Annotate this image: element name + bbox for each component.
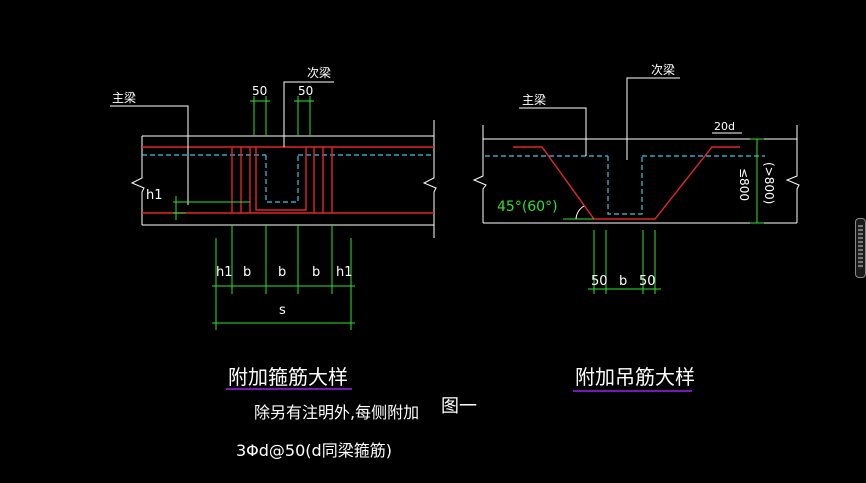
left-secondary-beam-label: 次梁 <box>307 65 331 80</box>
right-height-label-2: (>800) <box>762 162 776 204</box>
right-hidden-secondary-beam <box>607 156 643 215</box>
hanger-bar <box>513 146 740 220</box>
right-height-label-1: ≤800 <box>737 168 751 201</box>
right-bottom-dims <box>588 230 661 294</box>
right-dim-20d: 20d <box>714 120 735 133</box>
left-main-beam-leader <box>110 105 189 205</box>
left-break-line-left <box>130 136 145 225</box>
figure-label: 图一 <box>441 396 477 417</box>
left-secondary-rebar <box>255 147 307 211</box>
left-top-dims <box>250 96 314 136</box>
right-bottom-dim-3: 50 <box>639 274 656 289</box>
left-secondary-beam-leader <box>283 81 334 147</box>
left-bottom-dim-3: b <box>278 265 286 280</box>
left-bottom-dim-5: h1 <box>336 265 353 280</box>
right-angle-marker <box>563 205 594 220</box>
right-detail <box>472 77 800 392</box>
left-title: 附加箍筋大样 <box>228 365 348 389</box>
right-bottom-dim-2: b <box>619 274 627 289</box>
right-break-line-right <box>785 125 800 223</box>
zoom-scrollbar[interactable] <box>855 218 866 278</box>
left-main-beam-label: 主梁 <box>112 90 136 105</box>
left-dim-50-right: 50 <box>298 84 313 98</box>
left-break-line-right <box>422 120 437 238</box>
left-h1-dim <box>173 196 250 220</box>
left-bottom-dim-2: b <box>243 265 251 280</box>
left-detail <box>110 81 437 390</box>
note-line-2: 3Φd@50(d同梁箍筋) <box>236 441 392 460</box>
right-secondary-beam-label: 次梁 <box>651 62 675 77</box>
left-bottom-dims <box>212 225 355 330</box>
note-line-1: 除另有注明外,每侧附加 <box>254 403 419 422</box>
left-dim-50-left: 50 <box>252 84 267 98</box>
right-angle-label: 45°(60°) <box>497 199 558 215</box>
left-dim-h1-vertical: h1 <box>146 188 163 203</box>
right-secondary-beam-leader <box>626 77 680 160</box>
right-main-beam-leader <box>519 107 587 156</box>
right-title: 附加吊筋大样 <box>575 365 695 389</box>
right-break-line-left <box>472 125 487 223</box>
right-main-beam-label: 主梁 <box>522 92 546 107</box>
left-bottom-dim-1: h1 <box>216 265 233 280</box>
left-hidden-secondary-beam <box>265 155 299 203</box>
zoom-scrollbar-thumb[interactable] <box>858 225 863 269</box>
right-height-dim <box>750 138 764 224</box>
right-bottom-dim-1: 50 <box>591 274 608 289</box>
left-bottom-dim-4: b <box>312 265 320 280</box>
left-dim-s: s <box>279 303 286 318</box>
